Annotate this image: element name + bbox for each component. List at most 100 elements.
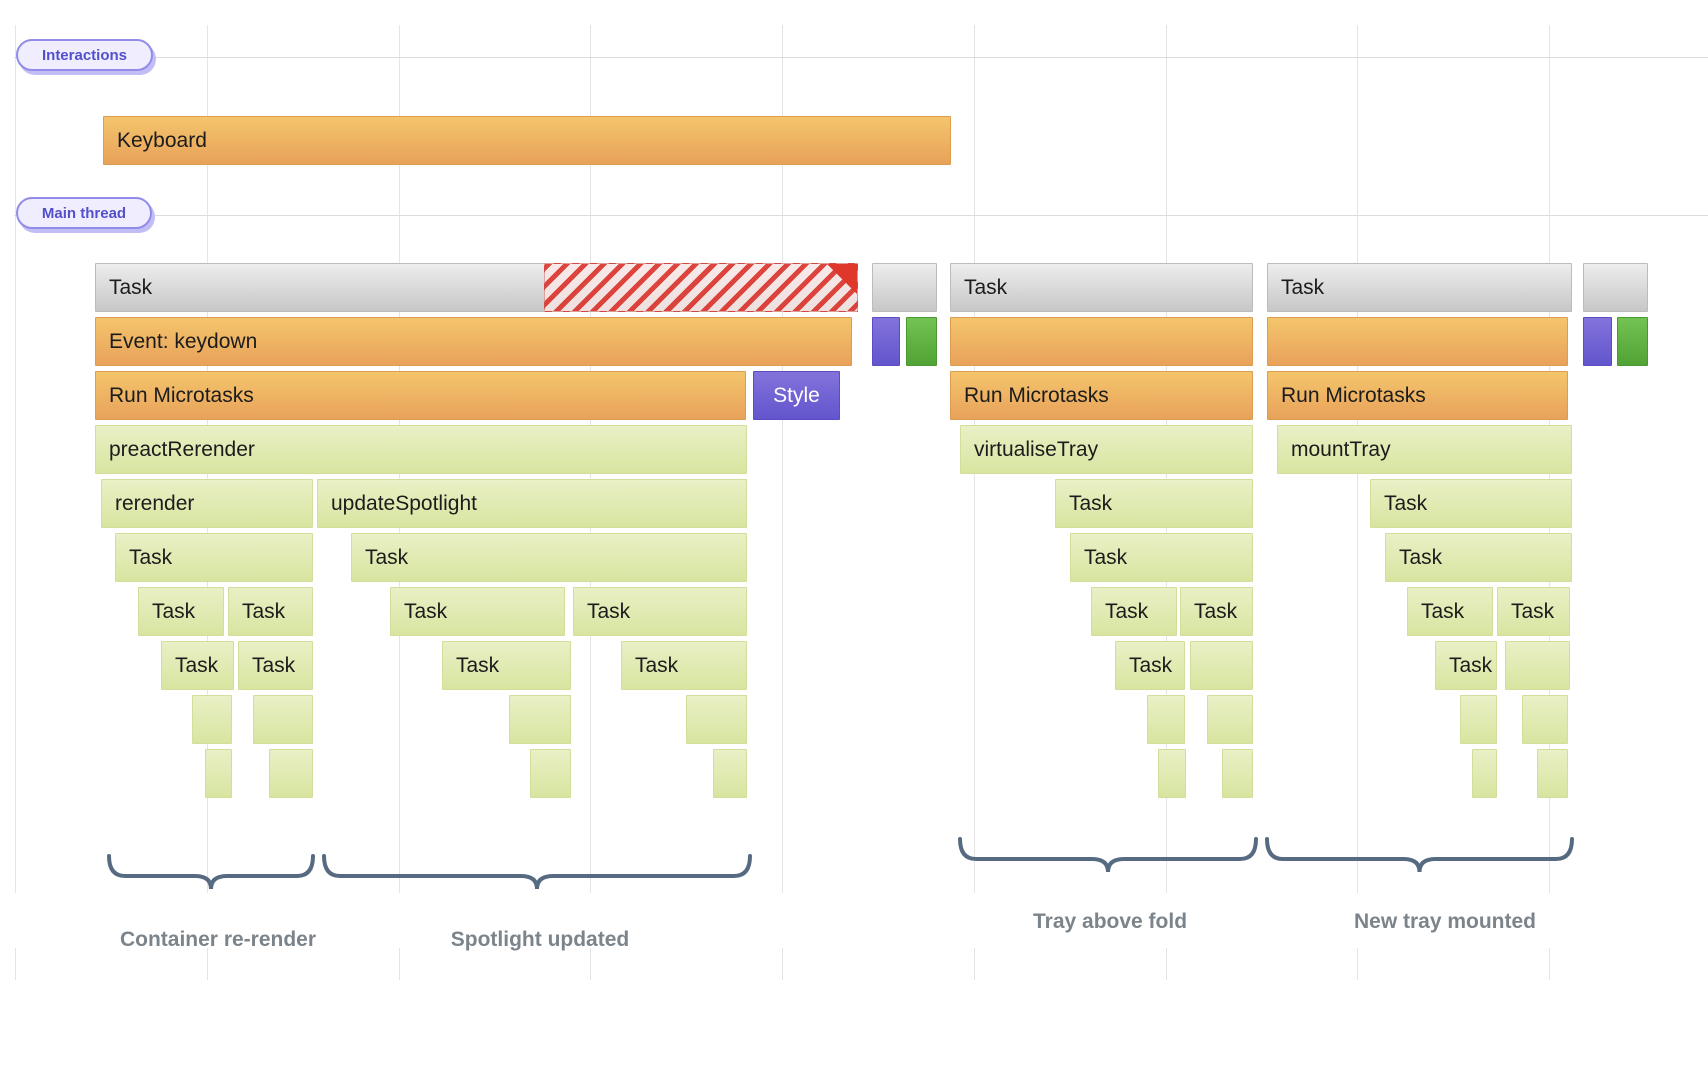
- bar-paint[interactable]: [1617, 317, 1648, 366]
- bar-task[interactable]: Task: [228, 587, 313, 636]
- gridline-vertical-stub: [1166, 948, 1167, 980]
- bar-task[interactable]: [1583, 263, 1648, 312]
- annotation-label-tray-above-fold: Tray above fold: [1032, 910, 1188, 933]
- bar-preactrerender[interactable]: preactRerender: [95, 425, 747, 474]
- bar-style[interactable]: Style: [753, 371, 840, 420]
- bar-label: Run Microtasks: [109, 383, 254, 407]
- bar-mounttray[interactable]: mountTray: [1277, 425, 1572, 474]
- bar-task[interactable]: Task: [238, 641, 313, 690]
- bar-run-microtasks[interactable]: Run Microtasks: [95, 371, 746, 420]
- bar-task[interactable]: Task: [442, 641, 571, 690]
- bar-task[interactable]: Task: [1407, 587, 1493, 636]
- bar-label: Task: [1084, 545, 1128, 569]
- bar-event[interactable]: [1267, 317, 1568, 366]
- bar-script[interactable]: [1522, 695, 1568, 744]
- bar-task[interactable]: [872, 263, 937, 312]
- bar-script[interactable]: [1472, 749, 1497, 798]
- bar-task[interactable]: Task: [1070, 533, 1253, 582]
- bar-label: Task: [365, 545, 409, 569]
- bar-script[interactable]: [253, 695, 313, 744]
- bar-run-microtasks[interactable]: Run Microtasks: [950, 371, 1253, 420]
- bar-paint[interactable]: [906, 317, 937, 366]
- bar-label: updateSpotlight: [331, 491, 477, 515]
- bar-task[interactable]: Task: [573, 587, 747, 636]
- bar-label: Task: [252, 653, 296, 677]
- bar-label: Event: keydown: [109, 329, 258, 353]
- bar-script[interactable]: [1158, 749, 1186, 798]
- bar-label: rerender: [115, 491, 195, 515]
- bar-label: Task: [587, 599, 631, 623]
- gridline-vertical-stub: [15, 948, 16, 980]
- annotation-label-container-re-render: Container re-render: [119, 928, 317, 951]
- bar-label: Task: [1384, 491, 1428, 515]
- annotation-brace: [958, 837, 1258, 873]
- bar-label: Task: [456, 653, 500, 677]
- bar-task[interactable]: Task: [1091, 587, 1177, 636]
- bar-label: Keyboard: [117, 128, 207, 152]
- bar-label: Task: [1105, 599, 1149, 623]
- bar-task[interactable]: Task: [1267, 263, 1572, 312]
- bar-task[interactable]: Task: [115, 533, 313, 582]
- long-task-warning-icon: [827, 264, 857, 294]
- bar-label: preactRerender: [109, 437, 255, 461]
- bar-label: Run Microtasks: [1281, 383, 1426, 407]
- bar-task[interactable]: Task: [1370, 479, 1572, 528]
- bar-task[interactable]: Task: [1385, 533, 1572, 582]
- gridline-vertical: [782, 25, 783, 893]
- bar-rerender[interactable]: rerender: [101, 479, 313, 528]
- bar-task[interactable]: Task: [390, 587, 565, 636]
- track-label-interactions[interactable]: Interactions: [16, 39, 153, 71]
- bar-script[interactable]: [530, 749, 571, 798]
- gridline-vertical-stub: [207, 948, 208, 980]
- bar-label: virtualiseTray: [974, 437, 1099, 461]
- bar-script[interactable]: [1505, 641, 1570, 690]
- bar-script[interactable]: [205, 749, 232, 798]
- bar-script[interactable]: [1190, 641, 1253, 690]
- bar-label: Task: [1421, 599, 1465, 623]
- bar-script[interactable]: [1222, 749, 1253, 798]
- bar-style[interactable]: [1583, 317, 1612, 366]
- bar-script[interactable]: [1147, 695, 1185, 744]
- bar-script[interactable]: [1537, 749, 1568, 798]
- bar-task[interactable]: Task: [1115, 641, 1185, 690]
- bar-task[interactable]: Task: [1497, 587, 1570, 636]
- gridline-vertical-stub: [590, 948, 591, 980]
- bar-label: Task: [1194, 599, 1238, 623]
- gridline-horizontal: [14, 215, 1708, 216]
- gridline-horizontal: [14, 57, 1708, 58]
- bar-event[interactable]: [950, 317, 1253, 366]
- bar-task[interactable]: Task: [1180, 587, 1253, 636]
- bar-label: mountTray: [1291, 437, 1391, 461]
- bar-task[interactable]: Task: [1435, 641, 1497, 690]
- bar-updatespotlight[interactable]: updateSpotlight: [317, 479, 747, 528]
- track-label-main-thread[interactable]: Main thread: [16, 197, 152, 229]
- bar-event-keydown[interactable]: Event: keydown: [95, 317, 852, 366]
- gridline-vertical-stub: [1357, 948, 1358, 980]
- bar-script[interactable]: [1460, 695, 1497, 744]
- bar-keyboard-interaction[interactable]: Keyboard: [103, 116, 951, 165]
- annotation-label-new-tray-mounted: New tray mounted: [1353, 910, 1537, 933]
- bar-label: Task: [1281, 275, 1325, 299]
- bar-task[interactable]: Task: [351, 533, 747, 582]
- bar-run-microtasks[interactable]: Run Microtasks: [1267, 371, 1568, 420]
- bar-task[interactable]: Task: [161, 641, 234, 690]
- bar-label: Task: [175, 653, 219, 677]
- bar-label: Task: [404, 599, 448, 623]
- bar-task[interactable]: Task: [621, 641, 747, 690]
- long-task-hatch[interactable]: [544, 263, 858, 312]
- bar-virtualisetray[interactable]: virtualiseTray: [960, 425, 1253, 474]
- bar-label: Task: [242, 599, 286, 623]
- bar-script[interactable]: [686, 695, 747, 744]
- bar-task[interactable]: Task: [1055, 479, 1253, 528]
- bar-label: Task: [129, 545, 173, 569]
- bar-label: Task: [964, 275, 1008, 299]
- bar-task[interactable]: Task: [950, 263, 1253, 312]
- bar-style[interactable]: [872, 317, 900, 366]
- bar-script[interactable]: [509, 695, 571, 744]
- bar-script[interactable]: [192, 695, 232, 744]
- bar-script[interactable]: [1207, 695, 1253, 744]
- gridline-vertical: [15, 25, 16, 893]
- bar-script[interactable]: [713, 749, 747, 798]
- bar-task[interactable]: Task: [138, 587, 224, 636]
- bar-script[interactable]: [269, 749, 313, 798]
